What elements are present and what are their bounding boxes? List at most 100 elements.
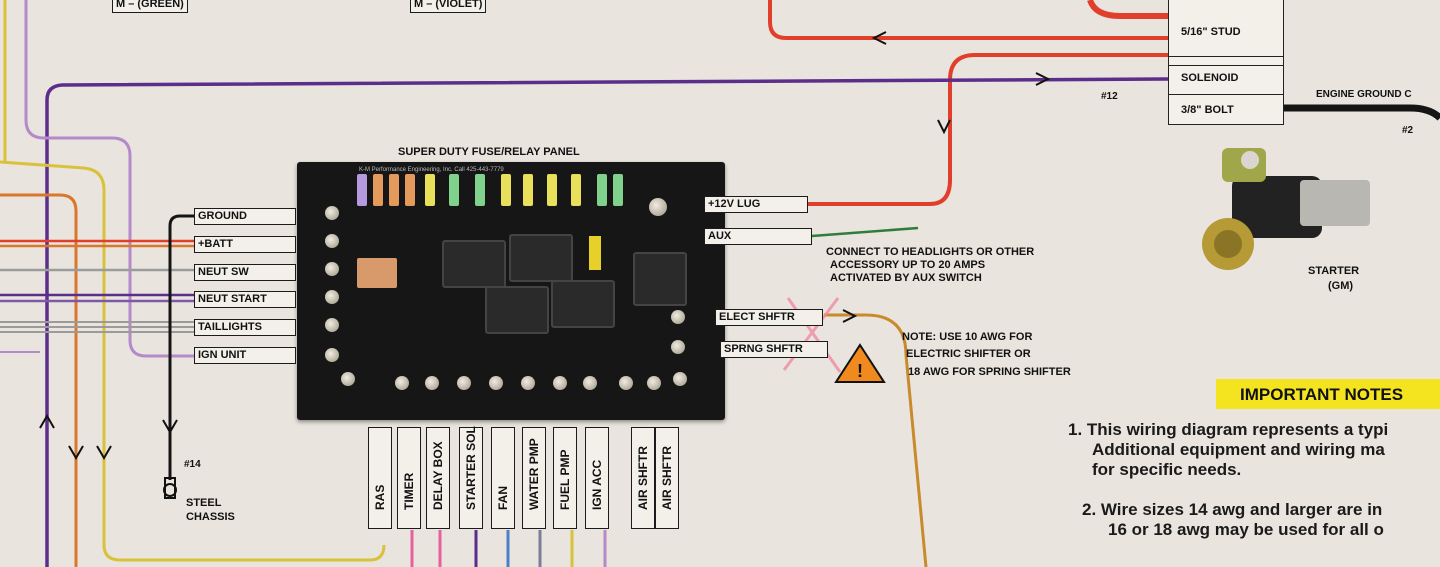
aux-note-line1: CONNECT TO HEADLIGHTS OR OTHER <box>826 246 1035 258</box>
right-label-elect-shftr: ELECT SHFTR <box>715 309 823 326</box>
left-label-batt: +BATT <box>194 236 296 253</box>
black-ground-wire <box>168 214 196 480</box>
bottom-label-fan-text: FAN <box>496 486 510 510</box>
relay-1 <box>442 240 506 288</box>
bottom-label-starter-sol-text: STARTER SOL <box>464 426 478 510</box>
important-notes-title: IMPORTANT NOTES <box>1240 385 1404 404</box>
fuse-relay-panel: K-M Performance Engineering, Inc. Call 4… <box>297 162 725 420</box>
connector-block <box>357 258 397 288</box>
shifter-note-line2: ELECTRIC SHIFTER OR <box>906 348 1031 360</box>
fuse-11 <box>571 174 581 206</box>
red-arrow-left <box>871 31 887 45</box>
important-notes-list: 1. This wiring diagram represents a typi… <box>1068 420 1388 540</box>
terminal-bottom-3 <box>425 376 439 390</box>
bottom-label-delay-box: DELAY BOX <box>426 427 450 529</box>
violet-motor-label: M – (VIOLET) <box>410 0 487 13</box>
red-wire-top-right <box>1087 0 1168 19</box>
bottom-label-starter-sol: STARTER SOL <box>459 426 483 529</box>
bottom-label-fuel-pmp: FUEL PMP <box>553 427 577 529</box>
warning-triangle <box>834 343 886 383</box>
terminal-right-1 <box>671 310 685 324</box>
gauge-14-label: #14 <box>184 459 201 470</box>
right-label-12v-lug: +12V LUG <box>704 196 808 213</box>
arrow-right-shifter <box>842 309 858 323</box>
terminal-left-2 <box>325 234 339 248</box>
green-motor-label: M – (GREEN) <box>112 0 188 13</box>
bottom-label-timer: TIMER <box>397 427 421 529</box>
bottom-label-air-shftr-2: AIR SHFTR <box>655 427 679 529</box>
steel-chassis-symbol <box>164 477 176 499</box>
terminal-bottom-4 <box>457 376 471 390</box>
arrow-up-purple <box>39 414 55 429</box>
lavender-wire <box>24 0 196 358</box>
left-label-neut-start: NEUT START <box>194 291 296 308</box>
terminal-top-right <box>649 198 667 216</box>
relay-4 <box>551 280 615 328</box>
arrow-down-orange <box>68 445 84 460</box>
bottom-label-fuel-pmp-text: FUEL PMP <box>558 449 572 510</box>
left-label-ign-unit: IGN UNIT <box>194 347 296 364</box>
left-label-ground: GROUND <box>194 208 296 225</box>
yellow-fuse-block <box>589 236 601 270</box>
yellow-wire <box>0 160 386 562</box>
starter-image <box>1202 148 1370 270</box>
note1-line2: Additional equipment and wiring ma <box>1092 440 1385 459</box>
terminal-bottom-11 <box>673 372 687 386</box>
svg-text:!: ! <box>857 361 863 381</box>
orange-wire <box>0 193 78 567</box>
bottom-label-ras-text: RAS <box>373 484 387 510</box>
arrow-down-ground <box>162 419 178 434</box>
arrow-down-yellow <box>96 445 112 460</box>
gauge-2-label: #2 <box>1402 125 1414 136</box>
aux-note-line2: ACCESSORY UP TO 20 AMPS <box>830 259 986 271</box>
bolt-label: 3/8" BOLT <box>1181 104 1234 116</box>
bottom-label-ign-acc: IGN ACC <box>585 427 609 529</box>
purple-arrow-right <box>1035 72 1051 86</box>
relay-2 <box>509 234 573 282</box>
note2-line2: 16 or 18 awg may be used for all o <box>1108 520 1384 539</box>
solenoid-block: 5/16" STUD SOLENOID 3/8" BOLT <box>1168 0 1284 125</box>
terminal-bottom-10 <box>647 376 661 390</box>
terminal-left-1 <box>325 206 339 220</box>
solenoid-label: SOLENOID <box>1181 72 1239 84</box>
important-notes-header: IMPORTANT NOTES <box>1216 379 1440 409</box>
terminal-bottom-5 <box>489 376 503 390</box>
engine-ground-label: ENGINE GROUND C <box>1316 89 1412 100</box>
steel-chassis-line2: CHASSIS <box>186 511 235 523</box>
fuse-6 <box>449 174 459 206</box>
terminal-bottom-1 <box>341 372 355 386</box>
bottom-label-water-pmp-text: WATER PMP <box>527 438 541 510</box>
terminal-left-6 <box>325 348 339 362</box>
terminal-bottom-9 <box>619 376 633 390</box>
steel-chassis-line1: STEEL <box>186 497 222 509</box>
terminal-left-5 <box>325 318 339 332</box>
fuse-13 <box>613 174 623 206</box>
red-wire-top-loop <box>768 0 1168 40</box>
relay-5 <box>633 252 687 306</box>
panel-maker-line: K-M Performance Engineering, Inc. Call 4… <box>359 167 504 173</box>
bottom-label-fan: FAN <box>491 427 515 529</box>
green-wire-aux <box>811 226 919 238</box>
fuse-12 <box>597 174 607 206</box>
terminal-bottom-2 <box>395 376 409 390</box>
bottom-label-air-shftr-1: AIR SHFTR <box>631 427 655 529</box>
aux-note-line3: ACTIVATED BY AUX SWITCH <box>830 272 982 284</box>
terminal-bottom-7 <box>553 376 567 390</box>
note2-line1: 2. Wire sizes 14 awg and larger are in <box>1082 500 1383 519</box>
fuse-2 <box>373 174 383 206</box>
black-engine-ground <box>1282 104 1440 121</box>
bottom-label-air-shftr-2-text: AIR SHFTR <box>660 446 674 510</box>
shifter-note-line3: 18 AWG FOR SPRING SHIFTER <box>908 366 1071 378</box>
fuse-5 <box>425 174 435 206</box>
right-label-sprng-shftr: SPRNG SHFTR <box>720 341 828 358</box>
right-label-aux: AUX <box>704 228 812 245</box>
bottom-label-ign-acc-text: IGN ACC <box>590 459 604 510</box>
relay-3 <box>485 286 549 334</box>
panel-title: SUPER DUTY FUSE/RELAY PANEL <box>398 146 580 158</box>
left-label-taillights: TAILLIGHTS <box>194 319 296 336</box>
fuse-10 <box>547 174 557 206</box>
fuse-3 <box>389 174 399 206</box>
terminal-bottom-6 <box>521 376 535 390</box>
note1-line3: for specific needs. <box>1092 460 1242 479</box>
